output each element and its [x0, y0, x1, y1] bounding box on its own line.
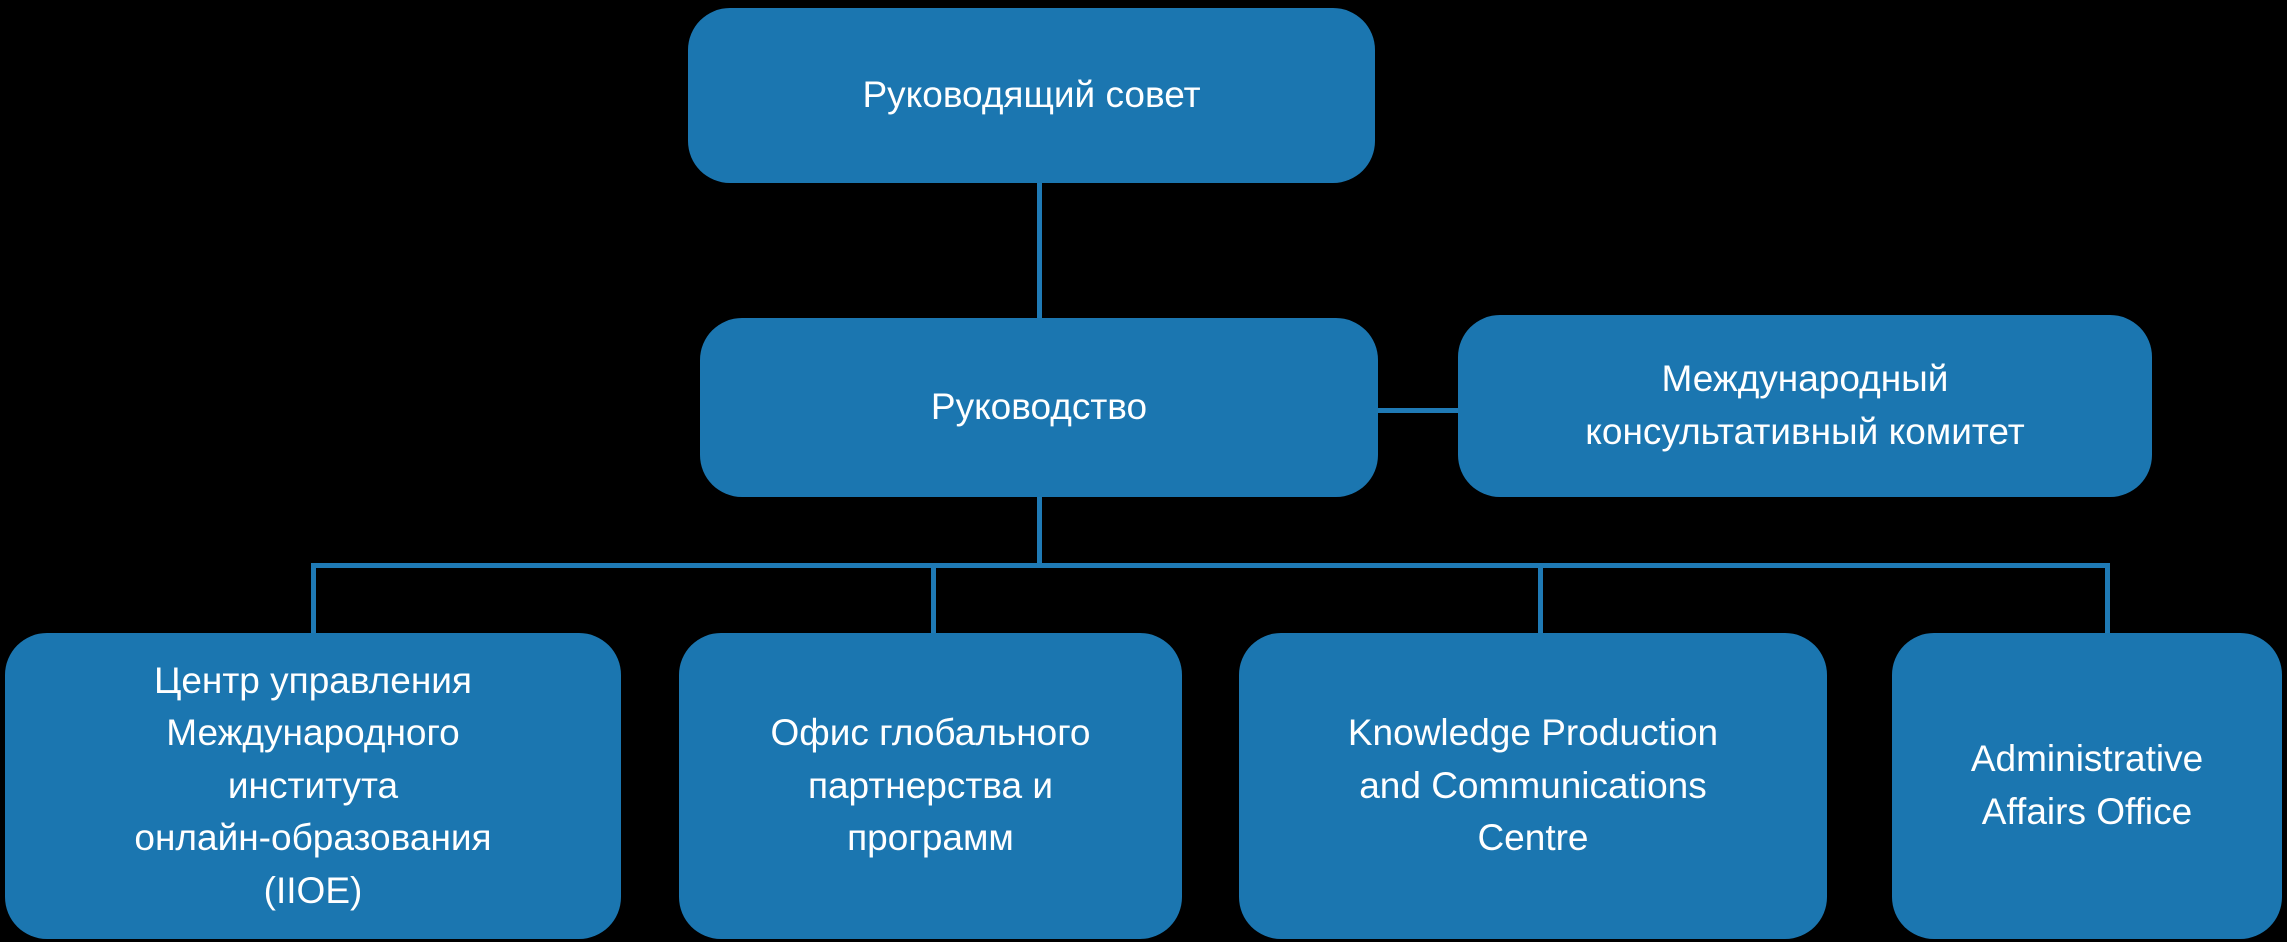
- connector-management-to-children: [1037, 496, 1042, 565]
- node-management-label: Руководство: [930, 386, 1148, 428]
- connector-children-distribution: [311, 563, 2110, 568]
- connector-drop-iioe-centre: [311, 563, 316, 634]
- node-global-partnership-office-label: Офис глобального партнерства и программ: [770, 712, 1091, 859]
- node-administrative-affairs-office-label: Administrative Affairs Office: [1970, 738, 2204, 832]
- node-advisory-committee-label: Международный консультативный комитет: [1585, 358, 2025, 452]
- node-knowledge-production-centre-label: Knowledge Production and Communications …: [1347, 712, 1719, 859]
- connector-board-to-management: [1037, 183, 1042, 319]
- connector-drop-knowledge-centre: [1538, 563, 1543, 634]
- node-administrative-affairs-office: Administrative Affairs Office: [1892, 633, 2282, 939]
- node-global-partnership-office: Офис глобального партнерства и программ: [679, 633, 1182, 939]
- node-management: Руководство: [700, 318, 1378, 497]
- node-iioe-centre-label: Центр управления Международного институт…: [134, 659, 492, 911]
- node-advisory-committee: Международный консультативный комитет: [1458, 315, 2152, 497]
- connector-drop-partnership-office: [931, 563, 936, 634]
- node-governing-board: Руководящий совет: [688, 8, 1375, 183]
- node-iioe-centre: Центр управления Международного институт…: [5, 633, 621, 939]
- connector-management-to-advisory: [1378, 408, 1458, 413]
- node-knowledge-production-centre: Knowledge Production and Communications …: [1239, 633, 1827, 939]
- connector-drop-admin-office: [2105, 563, 2110, 634]
- node-governing-board-label: Руководящий совет: [862, 74, 1201, 116]
